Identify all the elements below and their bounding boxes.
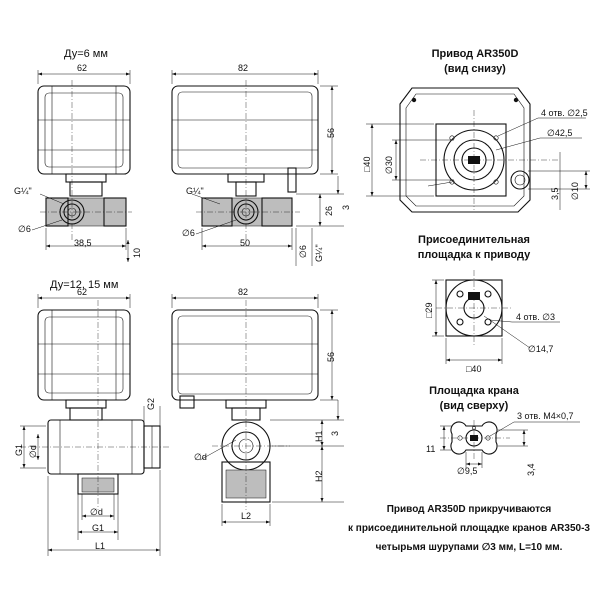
valve-pad-h3-4-label: 3,4 [526, 463, 536, 476]
installation-note: Привод AR350D прикручиваются к присоедин… [340, 500, 598, 557]
dn6-side-d6-port: ∅6 [298, 245, 308, 258]
actuator-holes-label: 4 отв. ∅2,5 [541, 108, 588, 118]
dn12-side-h3: 3 [330, 430, 340, 436]
dn12-front-g1-vert: G1 [14, 443, 24, 456]
mount-plate-d14-7-label: ∅14,7 [528, 344, 554, 354]
valve-pad-d9-5-label: ∅9,5 [457, 466, 478, 476]
mount-plate-title: Присоединительная [418, 234, 530, 246]
dn12-front-l1: L1 [95, 541, 106, 551]
actuator-h3-5-label: 3,5 [550, 187, 560, 200]
dn6-front-w38-5: 38,5 [74, 238, 92, 248]
actuator-d42-label: ∅42,5 [547, 128, 573, 138]
valve-pad-subtitle: (вид сверху) [439, 400, 509, 412]
dn6-side-g14: G¼" [186, 186, 204, 196]
dn12-side-h2: H2 [314, 470, 324, 482]
dn6-front-view [31, 70, 132, 262]
valve-pad-h11-label: 11 [426, 444, 436, 454]
valve-pad-title: Площадка крана [429, 385, 519, 397]
dn6-front-d6: ∅6 [18, 224, 31, 234]
actuator-bottom-view [366, 87, 590, 213]
dn6-front-g14: G¼" [14, 186, 32, 196]
dn6-side-d6: ∅6 [182, 228, 195, 238]
dn12-front-g1-horiz: G1 [92, 523, 105, 533]
dn12-front-d-horiz: ∅d [90, 507, 103, 517]
dn12-side-l2: L2 [241, 511, 252, 521]
mount-plate-view [432, 270, 560, 364]
dn6-side-w50: 50 [240, 238, 251, 248]
valve-pad-view [440, 420, 580, 468]
dn6-front-h10: 10 [132, 247, 142, 258]
note-line-1: Привод AR350D прикручиваются [386, 504, 552, 515]
dn12-side-d: ∅d [194, 452, 207, 462]
dn12-side-h1: H1 [314, 430, 324, 442]
mount-plate-subtitle: площадка к приводу [417, 249, 531, 261]
dn6-front-w62: 62 [77, 63, 88, 73]
dn12-front-w62: 62 [77, 287, 88, 297]
dn12-side-w82: 82 [238, 287, 249, 297]
actuator-subtitle: (вид снизу) [444, 63, 506, 75]
note-line-3: четырьмя шурупами ∅3 мм, L=10 мм. [375, 542, 563, 553]
dn6-side-h3: 3 [341, 204, 351, 210]
dn12-front-d-vert: ∅d [28, 445, 38, 458]
dn12-side-view [171, 294, 344, 526]
mount-plate-holes-label: 4 отв. ∅3 [516, 312, 556, 322]
dn12-front-view [20, 294, 170, 556]
dn6-side-h26: 26 [324, 205, 334, 216]
valve-pad-holes-label: 3 отв. М4×0,7 [517, 411, 574, 421]
section-dn12-15-title: Ду=12, 15 мм [50, 279, 119, 291]
actuator-title: Привод AR350D [431, 48, 519, 60]
dn6-side-view [171, 70, 344, 266]
mount-plate-sq29-label: □29 [424, 302, 434, 318]
note-line-2: к присоединительной площадке кранов AR35… [348, 523, 590, 534]
dn6-side-h56: 56 [326, 127, 336, 138]
dn12-front-g2: G2 [146, 397, 156, 410]
mount-plate-sq40-label: □40 [466, 364, 482, 374]
dn12-side-h56: 56 [326, 351, 336, 362]
section-dn6-title: Ду=6 мм [64, 48, 108, 60]
actuator-d30-label: ∅30 [384, 156, 394, 174]
dn6-side-w82: 82 [238, 63, 249, 73]
actuator-sq40-label: □40 [362, 156, 372, 172]
actuator-d10-label: ∅10 [570, 182, 580, 200]
dn6-side-g14-port: G¼" [314, 244, 324, 262]
